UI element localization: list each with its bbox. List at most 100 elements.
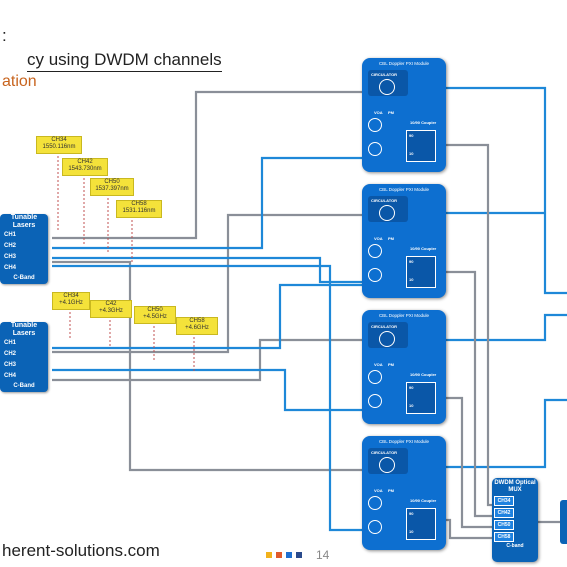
coupler-block: 90 10: [406, 256, 436, 288]
tag-value: 1537.397nm: [95, 186, 129, 192]
fiber-out-3: [446, 313, 567, 342]
fiber-gray-2: [52, 260, 362, 472]
tag-channel: CH58: [189, 318, 205, 324]
laser-channel: CH3: [4, 362, 17, 368]
circulator-block: CIRCULATOR: [368, 448, 408, 474]
port-10-label: 10: [409, 151, 414, 156]
offset-tag: CH50 +4.5GHz: [134, 306, 176, 324]
tag-channel: C42: [105, 301, 117, 307]
circulator-icon: [379, 205, 395, 221]
doppler-module-2: CBL Doppler PXI Module CIRCULATOR VOA PM…: [362, 184, 446, 298]
edge-device: [560, 500, 567, 544]
voa-label: VOA: [374, 362, 383, 367]
fiber-mux-1: [420, 143, 492, 507]
tag-channel: CH42: [77, 159, 93, 165]
fiber-out-1: [446, 86, 567, 295]
tag-value: +4.5GHz: [143, 314, 167, 320]
footer-square-icon: [286, 552, 292, 558]
circulator-block: CIRCULATOR: [368, 70, 408, 96]
dwdm-optical-mux: DWDM Optical MUX CH34 CH42 CH50 CH58 C-b…: [492, 478, 538, 562]
tag-value: +4.1GHz: [59, 300, 83, 306]
doppler-module-3: CBL Doppler PXI Module CIRCULATOR VOA PM…: [362, 310, 446, 424]
voa-icon: [368, 370, 382, 384]
voa-label: VOA: [374, 236, 383, 241]
tag-channel: CH50: [104, 179, 120, 185]
tag-value: +4.6GHz: [185, 325, 209, 331]
tag-channel: CH34: [51, 137, 67, 143]
mux-title: DWDM Optical MUX: [494, 480, 536, 493]
coupler-label: 10/90 Coupler: [410, 246, 437, 251]
pm-icon: [368, 520, 382, 534]
doppler-module-1: CBL Doppler PXI Module CIRCULATOR VOA PM…: [362, 58, 446, 172]
page-number: 14: [316, 548, 330, 562]
tag-value: 1550.116nm: [42, 144, 76, 150]
laser-band: C-Band: [13, 383, 35, 389]
offset-tag: CH58 +4.6GHz: [176, 317, 218, 335]
circulator-block: CIRCULATOR: [368, 322, 408, 348]
pm-icon: [368, 268, 382, 282]
fiber-blue-1: [52, 156, 362, 250]
doppler-module-4: CBL Doppler PXI Module CIRCULATOR VOA PM…: [362, 436, 446, 550]
page-title: cy using DWDM channels: [27, 50, 222, 72]
mux-band: C-band: [506, 543, 524, 549]
coupler-block: 90 10: [406, 130, 436, 162]
footer-website: herent-solutions.com: [2, 541, 160, 560]
voa-icon: [368, 118, 382, 132]
laser-channel: CH2: [4, 243, 17, 249]
module-title: CBL Doppler PXI Module: [378, 187, 430, 192]
circulator-icon: [379, 331, 395, 347]
circulator-label: CIRCULATOR: [371, 450, 398, 455]
laser-channel: CH3: [4, 254, 17, 260]
laser-channel: CH2: [4, 351, 17, 357]
coupler-block: 90 10: [406, 508, 436, 540]
mux-channel: CH58: [494, 532, 514, 542]
laser-channel: CH4: [4, 265, 17, 271]
mux-channel: CH34: [494, 496, 514, 506]
fiber-gray-1: [52, 90, 362, 240]
offset-tag: C42 +4.3GHz: [90, 300, 132, 318]
footer-square-icon: [296, 552, 302, 558]
module-title: CBL Doppler PXI Module: [378, 61, 430, 66]
coupler-label: 10/90 Coupler: [410, 372, 437, 377]
tag-channel: CH58: [131, 201, 147, 207]
pm-icon: [368, 394, 382, 408]
wavelength-tag: CH42 1543.730nm: [62, 158, 108, 176]
port-90-label: 90: [409, 511, 414, 516]
pm-label: PM: [388, 488, 394, 493]
wavelength-tag: CH58 1531.116nm: [116, 200, 162, 218]
port-10-label: 10: [409, 529, 414, 534]
pm-label: PM: [388, 236, 394, 241]
fiber-gray-3: [52, 213, 362, 354]
laser-channel: CH1: [4, 340, 17, 346]
wavelength-tag: CH34 1550.116nm: [36, 136, 82, 154]
port-90-label: 90: [409, 133, 414, 138]
voa-label: VOA: [374, 488, 383, 493]
title-colon: :: [2, 26, 7, 45]
fiber-blue-4: [52, 368, 362, 412]
tag-channel: CH34: [63, 293, 79, 299]
tag-value: 1543.730nm: [68, 166, 102, 172]
laser-channel: CH4: [4, 373, 17, 379]
laser-band: C-Band: [13, 275, 35, 281]
port-10-label: 10: [409, 277, 414, 282]
pm-icon: [368, 142, 382, 156]
footer-square-icon: [266, 552, 272, 558]
laser-title: Tunable Lasers: [10, 214, 38, 229]
fiber-mux-2: [420, 270, 492, 518]
circulator-icon: [379, 79, 395, 95]
tag-channel: CH50: [147, 307, 163, 313]
port-10-label: 10: [409, 403, 414, 408]
tunable-lasers-2: Tunable Lasers CH1 CH2 CH3 CH4 C-Band: [0, 322, 48, 392]
module-title: CBL Doppler PXI Module: [378, 313, 430, 318]
mux-channel: CH50: [494, 520, 514, 530]
footer-square-icon: [276, 552, 282, 558]
fiber-blue-5: [52, 264, 362, 532]
mux-channel: CH42: [494, 508, 514, 518]
circulator-icon: [379, 457, 395, 473]
offset-tag: CH34 +4.1GHz: [52, 292, 90, 310]
page-subtitle: ation: [2, 73, 37, 90]
laser-channel: CH1: [4, 232, 17, 238]
tag-value: 1531.116nm: [122, 208, 156, 214]
voa-label: VOA: [374, 110, 383, 115]
